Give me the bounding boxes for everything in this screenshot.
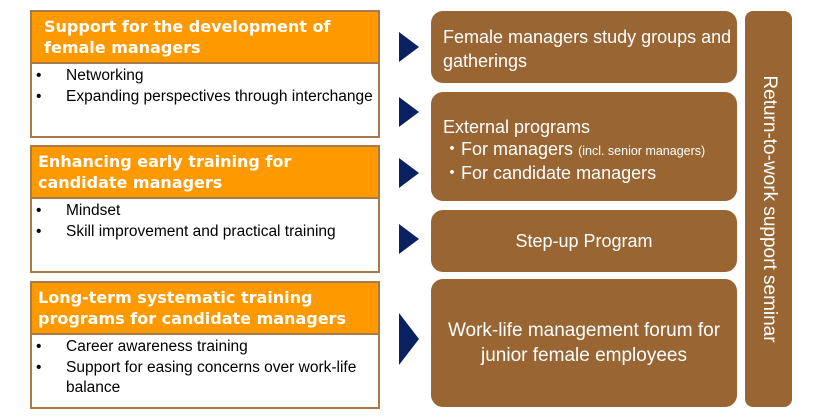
list-item: • Skill improvement and practical trainin… (36, 222, 378, 243)
step-up-text: Step-up Program (515, 230, 653, 251)
list-item: • Mindset (36, 201, 378, 222)
bullet: • (36, 67, 42, 84)
study-groups-text: Female managers study groups and gatheri… (443, 27, 732, 71)
item-note: (incl. senior managers) (578, 144, 706, 158)
return-to-work-seminar-bar: Return-to-work support seminar (745, 11, 792, 407)
box-body: • Mindset • Skill improvement and practica… (30, 199, 380, 273)
item-text: Networking (66, 67, 144, 84)
work-life-forum-box: Work-life management forum for junior fe… (431, 279, 737, 407)
external-item: ・For candidate managers (443, 162, 737, 184)
list-item: • Networking (36, 66, 378, 87)
external-programs-box: External programs ・For managers (incl. s… (431, 92, 737, 201)
box-body: • Career awareness training • Support for … (30, 335, 380, 409)
list-item: • Career awareness training (36, 337, 378, 358)
box-long-term-training: Long-term systematic training programs f… (30, 281, 380, 409)
seminar-text: Return-to-work support seminar (758, 75, 780, 343)
bullet: • (36, 338, 42, 355)
item-text: Support for easing concerns over work-li… (66, 358, 357, 397)
item-text: Expanding perspectives through interchan… (66, 87, 373, 105)
external-programs-title: External programs (443, 117, 591, 137)
bullet: ・ (443, 139, 461, 159)
bullet: ・ (443, 163, 461, 183)
item-text: Career awareness training (66, 338, 248, 355)
external-item: ・For managers (incl. senior managers) (443, 138, 737, 162)
arrow-right-icon (399, 97, 419, 127)
study-groups-box: Female managers study groups and gatheri… (431, 11, 737, 83)
box-female-manager-development: Support for the development of female ma… (30, 10, 380, 138)
item-text: Skill improvement and practical training (66, 222, 336, 240)
arrow-right-icon (399, 224, 419, 254)
bullet: • (36, 222, 42, 240)
box-body: • Networking • Expanding perspectives thro… (30, 64, 380, 138)
bullet: • (36, 202, 42, 219)
arrow-right-icon (399, 32, 419, 62)
item-text: For managers (461, 139, 574, 159)
box-title: Enhancing early training for candidate m… (30, 145, 380, 199)
arrow-right-icon (399, 158, 419, 188)
list-item: • Expanding perspectives through intercha… (36, 87, 378, 108)
box-early-training: Enhancing early training for candidate m… (30, 145, 380, 273)
bullet: • (36, 87, 42, 105)
item-text: For candidate managers (461, 163, 657, 183)
arrow-right-icon (399, 313, 419, 365)
bullet: • (36, 358, 42, 376)
list-item: • Support for easing concerns over work-l… (36, 358, 378, 399)
step-up-program-box: Step-up Program (431, 210, 737, 272)
forum-text: Work-life management forum for junior fe… (447, 320, 721, 366)
item-text: Mindset (66, 202, 121, 219)
box-title: Support for the development of female ma… (30, 10, 380, 64)
box-title: Long-term systematic training programs f… (30, 281, 380, 335)
